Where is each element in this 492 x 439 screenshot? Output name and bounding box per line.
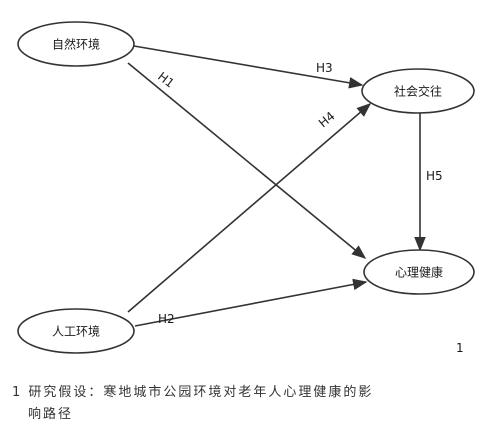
node-artificial-environment: 人工环境 <box>17 308 135 354</box>
figure-caption: 1 研究假设：寒地城市公园环境对老年人心理健康的影 响路径 <box>12 382 482 426</box>
edge-h1-natural-to-health <box>127 62 367 259</box>
edge-h3-natural-to-social <box>133 45 364 89</box>
node-label-natural: 自然环境 <box>52 37 100 52</box>
node-label-health: 心理健康 <box>395 265 443 280</box>
edge-label-h3: H3 <box>316 61 333 75</box>
edge-h2-artificial-to-health <box>134 278 368 327</box>
node-label-artificial: 人工环境 <box>52 324 100 339</box>
node-label-social: 社会交往 <box>394 84 442 99</box>
caption-line-2: 响路径 <box>28 407 74 422</box>
caption-line-1: 1 研究假设：寒地城市公园环境对老年人心理健康的影 <box>12 385 374 400</box>
node-mental-health: 心理健康 <box>363 249 475 295</box>
edge-label-h4: H4 <box>316 109 338 130</box>
edge-h4-artificial-to-social <box>127 103 372 313</box>
node-natural-environment: 自然环境 <box>17 21 135 67</box>
figure-number: 1 <box>456 341 464 355</box>
hypothesis-path-diagram: H1 H3 H4 H2 H5 自然环境 人工环境 社会交往 心理健康 1 <box>17 21 475 355</box>
edge-label-h5: H5 <box>426 169 443 183</box>
node-social-interaction: 社会交往 <box>361 68 475 114</box>
edge-label-h2: H2 <box>158 312 175 326</box>
